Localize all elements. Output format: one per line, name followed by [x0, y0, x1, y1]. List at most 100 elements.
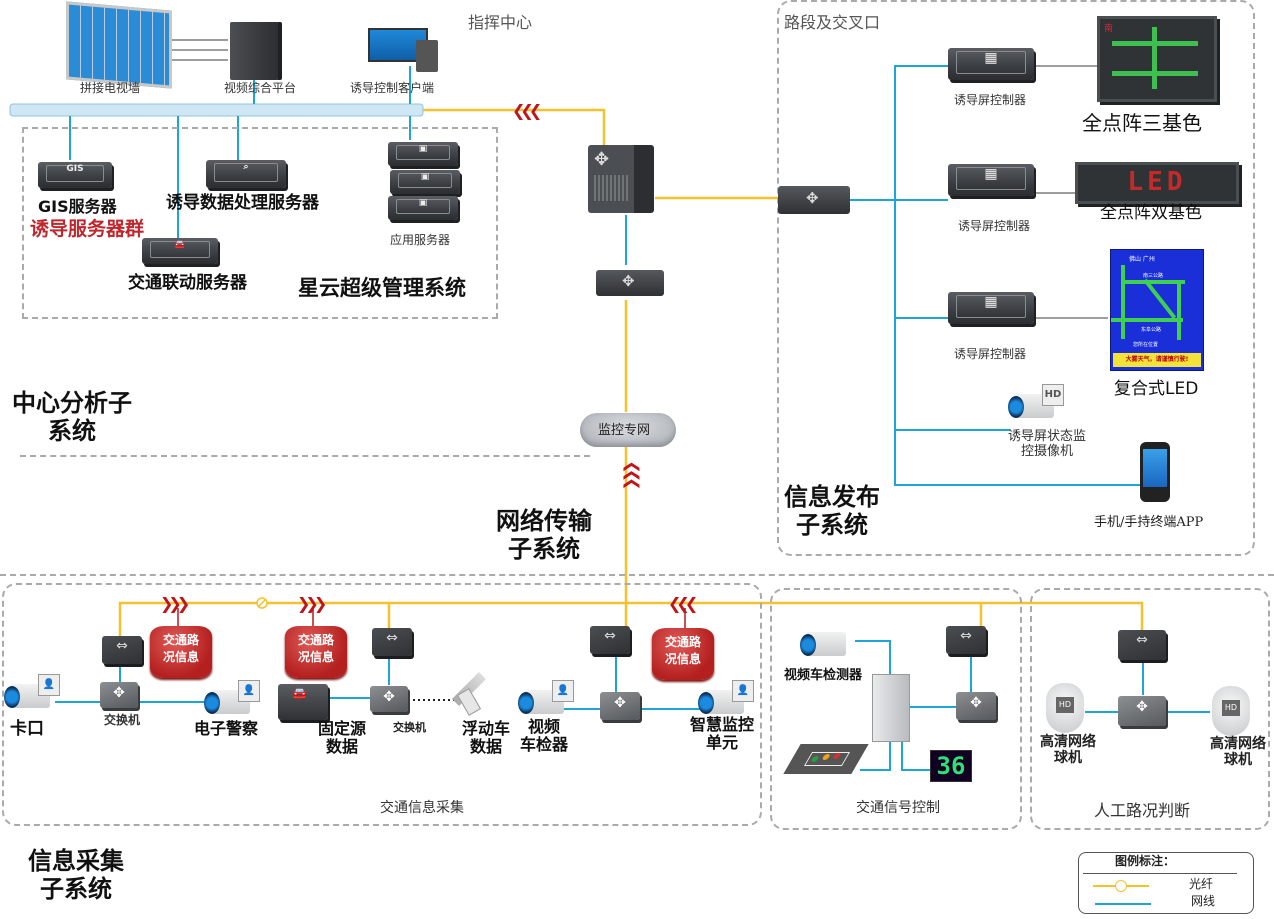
e-police-label: 电子警察	[194, 719, 259, 738]
status-camera-label: 诱导屏状态监 控摄像机	[1008, 429, 1087, 459]
info-release-title: 信息发布 子系统	[784, 483, 880, 539]
checkpoint-label: 卡口	[10, 719, 44, 739]
server-cluster-title: 诱导服务器群	[30, 218, 145, 240]
floating-car-label: 浮动车数据	[462, 719, 511, 757]
composite-led-display: 佛山 广州 南三公路 东阜公路 您所在位置 大雾天气，请谨慎行驶!	[1110, 249, 1204, 371]
hd-dome-label-2: 高清网络球机	[1210, 736, 1266, 769]
mobile-phone-icon	[1140, 442, 1170, 502]
transceiver-icon-1: ⇔	[102, 636, 142, 664]
transceiver-icon-5: ⇔	[1118, 630, 1166, 660]
composite-led-label: 复合式LED	[1114, 379, 1199, 399]
manual-judgement-box	[1030, 588, 1270, 830]
road-section-box	[777, 0, 1255, 556]
signal-control-title: 交通信号控制	[856, 800, 940, 816]
screen-controller-icon-1: ▦	[948, 48, 1034, 80]
fiber-lines	[118, 108, 1144, 645]
video-detector-label: 视频车检器	[520, 717, 569, 755]
app-server-label: 应用服务器	[390, 233, 451, 247]
fixed-source-label: 固定源数据	[318, 719, 367, 757]
switch-label-1: 交换机	[104, 713, 141, 727]
signal-cabinet-icon	[872, 674, 910, 742]
legend-ethernet-swatch	[1095, 903, 1151, 905]
private-network-label: 监控专网	[598, 423, 651, 438]
switch-icon-4: ✥	[956, 692, 996, 720]
hd-dome-camera-icon-2: HD	[1212, 686, 1250, 736]
backbone-bus	[9, 103, 424, 117]
video-wall-icon	[66, 1, 172, 89]
app-server-icon-3: ▣	[388, 196, 458, 220]
collection-divider	[0, 574, 1274, 576]
legend-fiber-label: 光纤	[1189, 877, 1214, 891]
data-processing-server-icon: ⌕	[206, 160, 286, 188]
vehicle-detector-label: 视频车检测器	[784, 668, 863, 683]
traffic-collection-box	[2, 583, 762, 826]
command-center-title: 指挥中心	[468, 13, 533, 32]
road-section-title: 路段及交叉口	[784, 13, 881, 32]
transceiver-icon-4: ⇔	[946, 626, 986, 654]
app-server-icon-2: ▣	[390, 170, 460, 194]
signal-control-box	[770, 588, 1022, 830]
fiber-arrow-up-icon: ❯❯❯	[620, 465, 640, 491]
traffic-info-db-1: 交通路况信息	[150, 626, 212, 678]
bicolor-sign-label: 全点阵双基色	[1100, 203, 1202, 223]
gis-server-label: GIS服务器	[38, 197, 117, 216]
transceiver-icon-2: ⇔	[372, 628, 412, 656]
hd-dome-camera-icon-1: HD	[1046, 683, 1084, 733]
legend-ethernet-label: 网线	[1191, 894, 1216, 908]
switch-icon-5: ✥	[1118, 696, 1166, 726]
switch-icon-1: ✥	[100, 682, 138, 708]
traffic-linkage-server-label: 交通联动服务器	[128, 273, 247, 293]
edge-switch-icon: ✥	[596, 270, 664, 296]
bicolor-sign-display: LED	[1075, 162, 1239, 204]
fiber-arrow-left-icon-2: ❮❮❮	[668, 594, 698, 613]
guidance-client-label: 诱导控制客户端	[350, 81, 435, 95]
fixed-source-server-icon: 🚘	[278, 684, 328, 720]
video-platform-label: 视频综合平台	[224, 81, 297, 95]
video-detector-camera-icon: 👤	[518, 680, 576, 722]
management-system-title: 星云超级管理系统	[298, 275, 466, 300]
core-switch-icon: ✥	[588, 145, 654, 213]
info-collection-title: 信息采集 子系统	[28, 847, 124, 903]
screen-controller-icon-3: ▦	[948, 292, 1034, 324]
legend-title: 图例标注：	[1115, 854, 1176, 868]
data-processing-server-label: 诱导数据处理服务器	[166, 193, 319, 213]
screen-controller-label-1: 诱导屏控制器	[954, 93, 1027, 107]
traffic-linkage-server-icon: 🚘	[142, 238, 218, 264]
fiber-node-symbol	[256, 597, 268, 609]
screen-cables	[168, 39, 1108, 319]
mobile-app-label: 手机/手持终端APP	[1094, 515, 1204, 530]
countdown-display: 36	[930, 750, 972, 782]
tricolor-sign-label: 全点阵三基色	[1082, 111, 1202, 135]
transceiver-icon-3: ⇔	[590, 626, 630, 654]
screen-controller-label-3: 诱导屏控制器	[954, 347, 1027, 361]
video-platform-icon	[230, 22, 278, 80]
switch-label-2: 交换机	[393, 721, 426, 734]
hd-dome-label-1: 高清网络球机	[1040, 734, 1096, 767]
fiber-arrow-right-icon-1: ❯❯❯	[160, 594, 190, 613]
app-server-icon-1: ▣	[388, 142, 458, 166]
smart-monitor-camera-icon: 👤	[698, 680, 756, 722]
traffic-info-db-3: 交通路况信息	[652, 628, 714, 680]
traffic-info-db-2: 交通路况信息	[285, 626, 347, 678]
client-tower-icon	[416, 40, 438, 72]
switch-icon-3: ✥	[600, 692, 640, 720]
screen-controller-icon-2: ▦	[948, 164, 1034, 196]
manual-judgement-title: 人工路况判断	[1094, 801, 1191, 820]
info-stems	[177, 608, 686, 628]
network-transmission-title: 网络传输 子系统	[496, 507, 592, 563]
central-analysis-title: 中心分析子 系统	[12, 389, 132, 445]
gis-server-icon: GIS	[38, 162, 112, 188]
legend: 图例标注： 光纤 网线	[1078, 852, 1254, 914]
server-cluster-box	[22, 127, 498, 319]
switch-icon-2: ✥	[370, 686, 408, 712]
traffic-collection-title: 交通信息采集	[380, 800, 464, 816]
tricolor-sign-display: 南	[1097, 16, 1217, 102]
fiber-arrow-right-icon-2: ❯❯❯	[297, 594, 327, 613]
central-divider	[20, 455, 590, 457]
e-police-camera-icon: 👤	[204, 680, 262, 722]
screen-controller-label-2: 诱导屏控制器	[958, 219, 1031, 233]
smart-monitor-label: 智慧监控单元	[690, 715, 755, 753]
status-camera-icon: HD	[1008, 384, 1068, 426]
legend-divider	[1083, 873, 1237, 874]
